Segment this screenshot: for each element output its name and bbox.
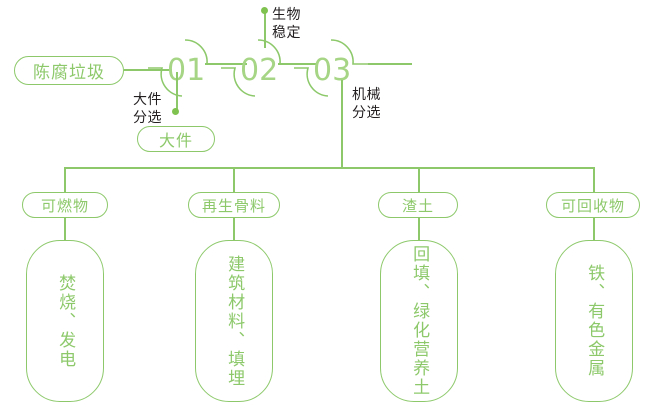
stage-02-arc-top [257, 39, 292, 65]
connector-01-to-daijian [176, 72, 178, 112]
stage-number-02[interactable]: 02 [240, 53, 279, 88]
bus-drop-1 [64, 167, 66, 192]
branch-dot-daijian [172, 108, 179, 115]
output-category-4-label: 可回收物 [560, 197, 625, 215]
output-detail-box-4[interactable]: 铁、有色金属 [555, 240, 633, 402]
bus-drop-2 [233, 167, 235, 192]
connector-category-1-to-detail [64, 218, 66, 240]
output-category-1-label: 可燃物 [40, 197, 89, 215]
distribution-bus [64, 167, 595, 169]
output-detail-1-text: 焚烧、发电 [56, 273, 76, 369]
stage-02-label: 生物 稳定 [272, 6, 301, 40]
source-node-label: 陈腐垃圾 [33, 63, 105, 82]
connector-03-to-bus [341, 80, 343, 168]
output-detail-box-1[interactable]: 焚烧、发电 [26, 240, 104, 402]
stage-number-01[interactable]: 01 [167, 53, 206, 88]
source-node-chenfu-laji[interactable]: 陈腐垃圾 [14, 56, 124, 85]
output-detail-3-text: 回填、绿化营养土 [410, 245, 430, 397]
branch-dot-shengwu [261, 7, 268, 14]
output-detail-4-text: 铁、有色金属 [585, 264, 605, 378]
connector-01-to-02 [205, 63, 247, 65]
connector-02-to-shengwu [264, 10, 266, 48]
stage-03-arc-top [330, 39, 369, 65]
stage-02-arc-bottom [221, 67, 256, 97]
stage-03-arc-bottom [294, 67, 329, 97]
stage-01-label: 大件 分选 [133, 91, 162, 125]
stage-03-label: 机械 分选 [352, 86, 381, 120]
stage-number-03[interactable]: 03 [313, 53, 352, 88]
output-detail-box-2[interactable]: 建筑材料、填埋 [195, 240, 273, 402]
connector-category-2-to-detail [233, 218, 235, 240]
output-detail-2-text: 建筑材料、填埋 [225, 254, 245, 388]
output-detail-box-3[interactable]: 回填、绿化营养土 [380, 240, 458, 402]
output-category-1[interactable]: 可燃物 [22, 192, 108, 218]
output-node-daijian[interactable]: 大件 [137, 126, 215, 152]
output-category-3-label: 渣土 [401, 197, 434, 215]
output-category-2[interactable]: 再生骨料 [188, 192, 280, 218]
connector-category-4-to-detail [593, 218, 595, 240]
output-category-2-label: 再生骨料 [201, 197, 266, 215]
output-category-3[interactable]: 渣土 [378, 192, 458, 218]
stage-01-arc-top [184, 39, 223, 65]
connector-source-to-01 [124, 69, 172, 71]
bus-drop-3 [418, 167, 420, 192]
bus-drop-4 [593, 167, 595, 192]
connector-category-3-to-detail [418, 218, 420, 240]
output-node-daijian-label: 大件 [158, 133, 193, 150]
connector-02-to-03 [278, 63, 318, 65]
output-category-4[interactable]: 可回收物 [546, 192, 640, 218]
connector-03-tail [368, 63, 412, 65]
